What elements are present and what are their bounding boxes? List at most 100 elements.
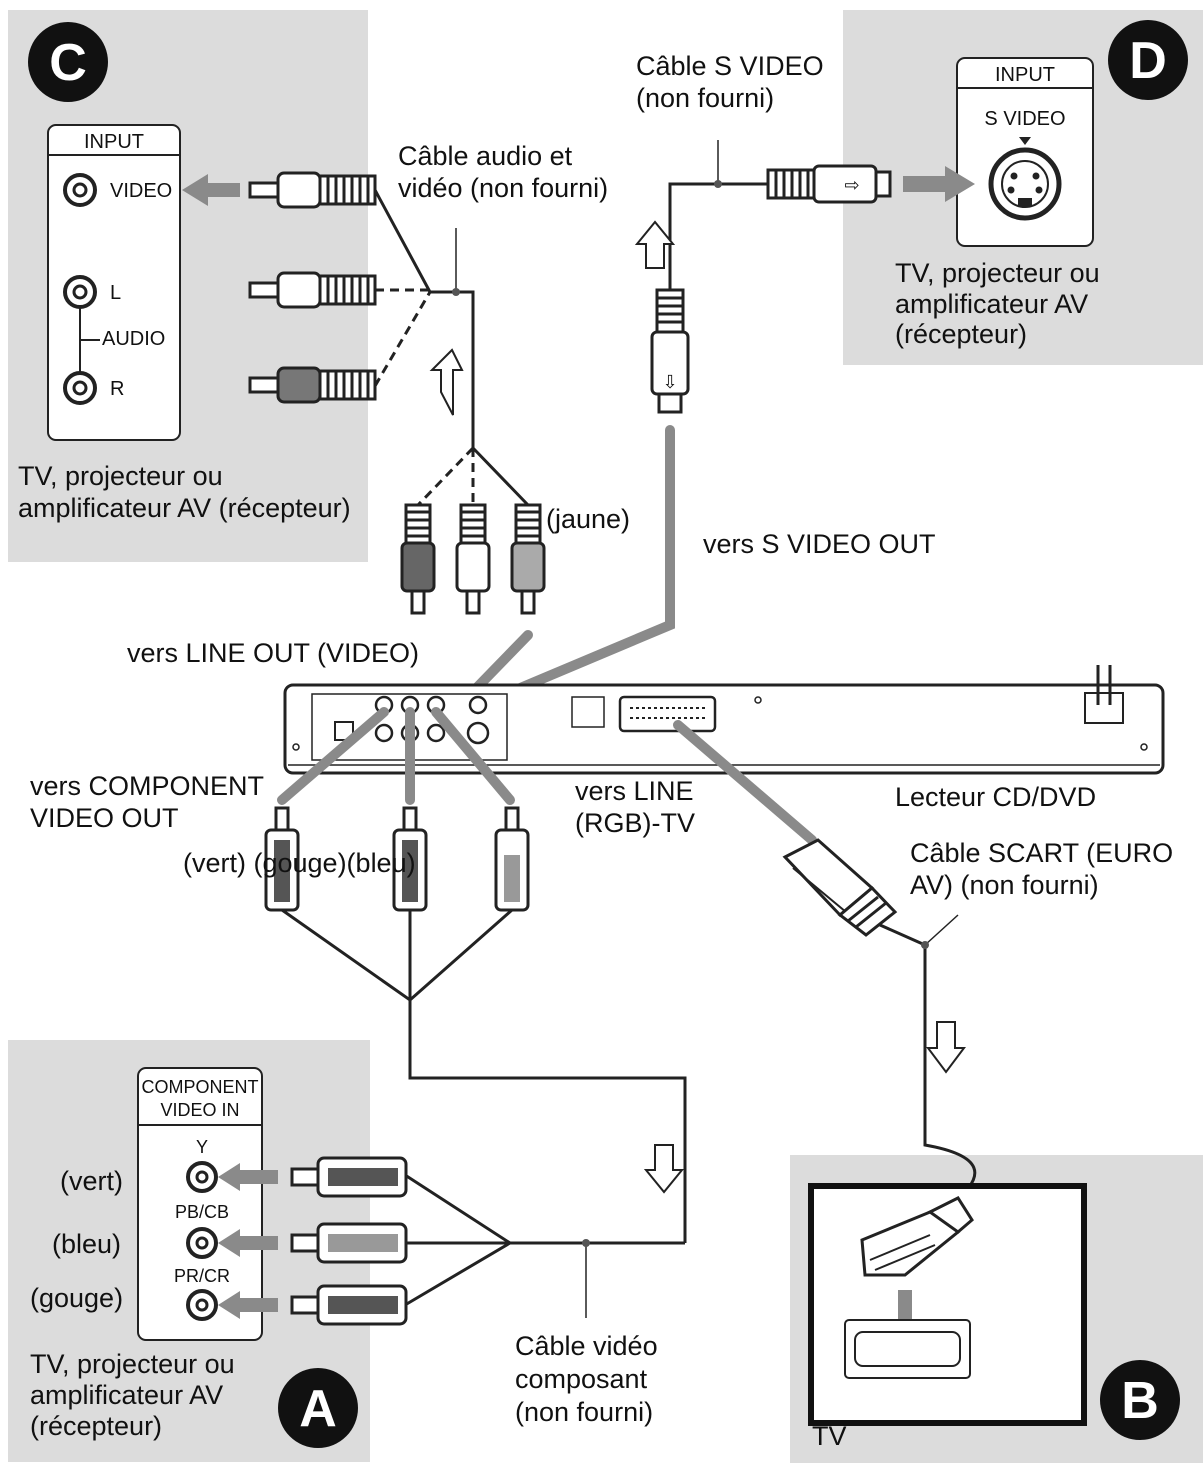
jack-video-c-label: VIDEO bbox=[110, 180, 172, 202]
insert-arrow-pr bbox=[218, 1291, 278, 1319]
cable-scart-line1: Câble SCART (EURO bbox=[910, 838, 1173, 868]
jack-audio-l-c bbox=[63, 275, 97, 309]
component-plug-rouge bbox=[392, 806, 428, 912]
svideo-label-d: S VIDEO bbox=[984, 108, 1065, 130]
jack-video-c bbox=[63, 173, 97, 207]
panel-d: D INPUT S VIDEO TV, projecteur ou amplif… bbox=[895, 20, 1188, 349]
component-plug-a-pb bbox=[290, 1222, 408, 1264]
component-cable-direction-arrow bbox=[643, 1144, 685, 1194]
device-c-line2: amplificateur AV (récepteur) bbox=[18, 493, 351, 523]
svideo-cable-gray bbox=[475, 425, 675, 710]
rca-plug-down-audio-l bbox=[455, 503, 491, 615]
svideo-cable-direction-arrow bbox=[634, 220, 676, 269]
cable-component-line2: composant bbox=[515, 1364, 648, 1394]
rca-plug-audio-l-c bbox=[248, 271, 377, 309]
color-gouge-label: (gouge) bbox=[30, 1283, 123, 1313]
cable-component-line1: Câble vidéo bbox=[515, 1331, 658, 1361]
component-plug-a-y bbox=[290, 1156, 408, 1198]
device-b-label: TV bbox=[812, 1421, 847, 1451]
svideo-cable-junction bbox=[714, 180, 722, 188]
component-box-a bbox=[137, 1067, 263, 1341]
badge-a bbox=[278, 1368, 358, 1448]
color-bleu-label: (bleu) bbox=[52, 1229, 121, 1259]
panel-b: TV B bbox=[808, 1183, 1180, 1451]
scart-plug-top bbox=[782, 838, 898, 937]
cable-av-label-line1: Câble audio et bbox=[398, 141, 573, 171]
color-vert-label: (vert) bbox=[60, 1166, 123, 1196]
badge-c bbox=[28, 22, 108, 102]
component-cable-junction bbox=[582, 1239, 590, 1247]
device-d-line1: TV, projecteur ou bbox=[895, 258, 1100, 288]
badge-d bbox=[1108, 20, 1188, 100]
badge-b-letter: B bbox=[1121, 1372, 1159, 1430]
device-a-line1: TV, projecteur ou bbox=[30, 1349, 235, 1379]
panel-a: COMPONENT VIDEO IN Y PB/CB PR/CR (vert) … bbox=[30, 1067, 408, 1448]
insert-arrow-y bbox=[218, 1163, 278, 1191]
scart-cable-leader bbox=[924, 914, 959, 946]
player-label: Lecteur CD/DVD bbox=[895, 782, 1096, 812]
svg-text:⇨: ⇨ bbox=[844, 175, 859, 195]
jack-y-a bbox=[186, 1161, 218, 1193]
component-plug-vert bbox=[264, 806, 300, 912]
jack-audio-r-c bbox=[63, 371, 97, 405]
rca-plug-down-video bbox=[510, 503, 546, 615]
badge-a-letter: A bbox=[299, 1380, 337, 1438]
badge-c-letter: C bbox=[49, 34, 87, 92]
device-a-line3: (récepteur) bbox=[30, 1411, 162, 1441]
av-cable-direction-arrow bbox=[429, 348, 464, 416]
input-box-d-title: INPUT bbox=[995, 64, 1055, 86]
svideo-cable-black bbox=[668, 182, 768, 290]
av-cable-junction bbox=[452, 288, 460, 296]
svideo-jack-d bbox=[988, 147, 1062, 221]
svideo-plug-horizontal: ⇨ bbox=[766, 164, 892, 204]
component-leads bbox=[277, 707, 515, 805]
vers-component-line1: vers COMPONENT bbox=[30, 771, 264, 801]
audio-bracket-c bbox=[79, 307, 100, 372]
jack-pb-a bbox=[186, 1227, 218, 1259]
scart-plug-b bbox=[860, 1196, 974, 1277]
input-box-c-title: INPUT bbox=[84, 131, 144, 153]
jack-pb-label: PB/CB bbox=[175, 1202, 229, 1222]
audio-label-c: AUDIO bbox=[102, 328, 165, 350]
component-plug-bleu bbox=[494, 806, 530, 912]
svideo-pointer-d bbox=[1019, 137, 1031, 145]
scart-lead-gray bbox=[673, 720, 817, 845]
cable-av-label-line2: vidéo (non fourni) bbox=[398, 173, 608, 203]
insert-arrow-d bbox=[903, 166, 975, 202]
component-plug-colors-label: (vert) (gouge)(bleu) bbox=[183, 848, 416, 878]
power-cord bbox=[1096, 665, 1112, 705]
av-cable bbox=[373, 189, 530, 507]
scart-cable-direction-arrow bbox=[926, 1021, 966, 1074]
vers-line-rgb-line1: vers LINE bbox=[575, 776, 694, 806]
jack-audio-l-c-label: L bbox=[110, 282, 121, 304]
vers-line-rgb-line2: (RGB)-TV bbox=[575, 808, 695, 838]
component-cable bbox=[281, 908, 687, 1318]
jaune-label: (jaune) bbox=[546, 504, 630, 534]
jack-pr-a bbox=[186, 1289, 218, 1321]
badge-b bbox=[1100, 1360, 1180, 1440]
dvd-player bbox=[283, 665, 1165, 775]
cable-component-line3: (non fourni) bbox=[515, 1397, 653, 1427]
insert-arrow-pb bbox=[218, 1229, 278, 1257]
power-inlet bbox=[1084, 692, 1124, 724]
rca-plug-down-audio-r bbox=[400, 503, 436, 615]
component-plug-a-pr bbox=[290, 1284, 408, 1326]
badge-d-letter: D bbox=[1129, 32, 1167, 90]
device-c-line1: TV, projecteur ou bbox=[18, 461, 223, 491]
component-box-a-title-line2: VIDEO IN bbox=[160, 1100, 239, 1120]
device-d-line2: amplificateur AV bbox=[895, 289, 1088, 319]
scart-socket-player bbox=[618, 695, 717, 733]
jack-pr-label: PR/CR bbox=[174, 1266, 230, 1286]
vers-component-line2: VIDEO OUT bbox=[30, 803, 179, 833]
device-a-line2: amplificateur AV bbox=[30, 1380, 223, 1410]
vers-line-out-label: vers LINE OUT (VIDEO) bbox=[127, 638, 419, 668]
panel-c: C INPUT VIDEO L AUDIO R TV, projecteur o… bbox=[18, 22, 377, 523]
scart-cable-junction bbox=[921, 941, 929, 949]
jack-audio-r-c-label: R bbox=[110, 378, 124, 400]
cable-svideo-label-line2: (non fourni) bbox=[636, 83, 774, 113]
component-box-a-title-line1: COMPONENT bbox=[142, 1077, 259, 1097]
device-d-line3: (récepteur) bbox=[895, 319, 1027, 349]
svideo-plug-vertical: ⇩ bbox=[650, 288, 690, 414]
vers-svideo-out-label: vers S VIDEO OUT bbox=[703, 529, 936, 559]
